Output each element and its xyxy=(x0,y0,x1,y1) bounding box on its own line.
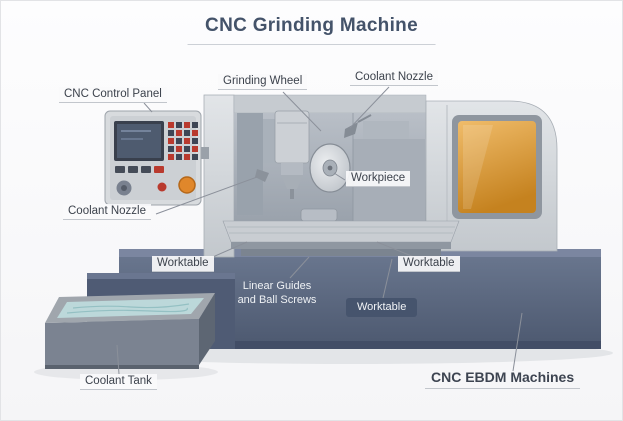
page-title: CNC Grinding Machine xyxy=(187,15,436,45)
enclosure-illustration xyxy=(425,100,558,252)
machine-housing xyxy=(203,94,427,258)
spindle-illustration xyxy=(237,110,310,215)
coolant-water xyxy=(57,298,204,318)
panel-orange-button xyxy=(178,176,196,194)
coolant-nozzle-top-illustration xyxy=(344,122,358,138)
label-coolant-nozzle-top: Coolant Nozzle xyxy=(350,70,438,86)
coolant-nozzle-left-illustration xyxy=(255,169,269,182)
label-grinding-wheel: Grinding Wheel xyxy=(218,74,308,90)
panel-button-grid xyxy=(168,122,198,160)
label-workpiece: Workpiece xyxy=(346,171,411,187)
label-worktable-left: Worktable xyxy=(152,256,214,272)
workpiece-illustration xyxy=(300,208,338,222)
grinding-wheel-illustration xyxy=(309,114,372,193)
worktable-illustration xyxy=(222,208,460,256)
coolant-tank-illustration xyxy=(45,293,215,369)
label-linear-guides: Linear Guides and Ball Screws xyxy=(237,280,317,307)
control-panel-illustration xyxy=(104,110,209,206)
linear-guides-illustration xyxy=(231,242,451,249)
caption-cnc-machines: CNC EBDM Machines xyxy=(425,369,581,389)
enclosure-window xyxy=(458,121,536,213)
label-coolant-nozzle-left: Coolant Nozzle xyxy=(63,204,151,220)
label-worktable-badge: Worktable xyxy=(346,298,418,317)
label-coolant-tank: Coolant Tank xyxy=(80,374,157,390)
label-cnc-control-panel: CNC Control Panel xyxy=(59,87,167,103)
label-worktable-right: Worktable xyxy=(398,256,460,272)
